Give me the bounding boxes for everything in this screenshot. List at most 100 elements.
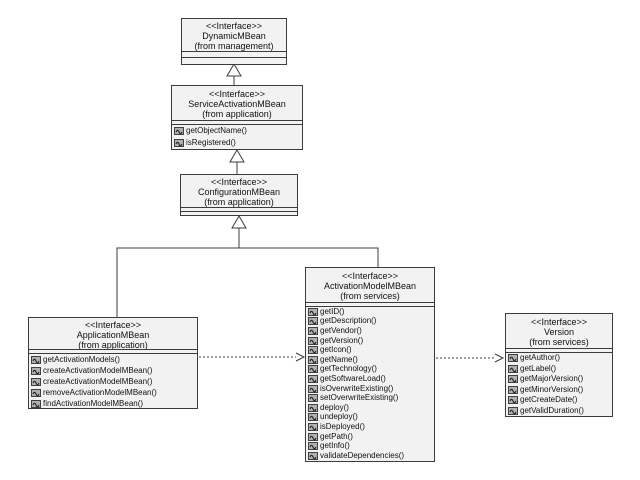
attributes-compartment <box>181 207 297 211</box>
method-icon <box>31 377 41 386</box>
class-stereotype: <<Interface>> <box>84 320 142 330</box>
attributes-compartment <box>182 51 286 57</box>
method-label: setOverwriteExisting() <box>320 393 399 403</box>
class-name-compartment: <<Interface>> Version (from services) <box>506 314 612 348</box>
method-row: setOverwriteExisting() <box>308 393 434 403</box>
class-name-compartment: <<Interface>> DynamicMBean (from managem… <box>182 19 286 51</box>
class-box-version[interactable]: <<Interface>> Version (from services) ge… <box>505 313 613 417</box>
method-icon <box>308 442 318 451</box>
method-label: isRegistered() <box>186 138 236 147</box>
method-row: validateDependencies() <box>308 451 434 461</box>
method-label: getAuthor() <box>520 353 561 363</box>
method-icon <box>308 365 318 374</box>
class-name: DynamicMBean <box>202 31 266 41</box>
method-label: getVersion() <box>320 335 364 345</box>
generalization-serviceactivation-to-dynamic <box>226 63 242 85</box>
method-icon <box>174 127 184 135</box>
method-icon <box>308 336 318 345</box>
operations-compartment: getActivationModels() createActivationMo… <box>29 353 197 408</box>
method-row: findActivationModelMBean() <box>31 398 197 408</box>
class-stereotype: <<Interface>> <box>210 177 268 187</box>
method-row: isRegistered() <box>174 137 302 149</box>
method-icon <box>508 354 518 363</box>
method-row: getAuthor() <box>508 353 612 364</box>
method-label: getMinorVersion() <box>520 384 584 394</box>
attributes-compartment <box>29 349 197 353</box>
method-row: getActivationModels() <box>31 354 197 365</box>
method-label: getMajorVersion() <box>520 374 584 384</box>
method-label: validateDependencies() <box>320 450 405 460</box>
method-row: getMajorVersion() <box>508 374 612 385</box>
method-row: createActivationModelMBean() <box>31 365 197 376</box>
method-icon <box>508 396 518 405</box>
method-row: getVendor() <box>308 326 434 336</box>
class-name: ServiceActivationMBean <box>188 99 286 109</box>
method-label: getName() <box>320 354 358 364</box>
attributes-compartment <box>172 120 302 124</box>
generalization-children-to-configuration <box>116 215 379 317</box>
method-icon <box>508 364 518 373</box>
method-row: getID() <box>308 307 434 317</box>
class-package: (from application) <box>202 109 272 119</box>
class-name: Version <box>543 327 575 337</box>
method-icon <box>308 451 318 460</box>
class-package: (from services) <box>340 291 400 301</box>
method-label: getActivationModels() <box>43 354 120 364</box>
class-box-serviceactivationmbean[interactable]: <<Interface>> ServiceActivationMBean (fr… <box>171 85 303 150</box>
class-stereotype: <<Interface>> <box>341 271 399 281</box>
class-name-compartment: <<Interface>> ConfigurationMBean (from a… <box>181 175 297 207</box>
class-stereotype: <<Interface>> <box>205 21 263 31</box>
class-box-configurationmbean[interactable]: <<Interface>> ConfigurationMBean (from a… <box>180 174 298 216</box>
method-icon <box>308 432 318 441</box>
method-row: removeActivationModelMBean() <box>31 387 197 398</box>
method-icon <box>308 307 318 316</box>
method-icon <box>308 317 318 326</box>
method-label: isDeployed() <box>320 421 365 431</box>
class-package: (from application) <box>78 340 148 349</box>
method-row: getObjectName() <box>174 125 302 137</box>
method-label: deploy() <box>320 402 349 412</box>
method-icon <box>308 403 318 412</box>
class-name-compartment: <<Interface>> ServiceActivationMBean (fr… <box>172 86 302 120</box>
method-label: getPath() <box>320 431 353 441</box>
method-row: getName() <box>308 355 434 365</box>
method-label: getLabel() <box>520 363 557 373</box>
class-stereotype: <<Interface>> <box>530 317 588 327</box>
method-icon <box>308 394 318 403</box>
method-icon <box>31 366 41 375</box>
attributes-compartment <box>506 348 612 352</box>
method-label: getVendor() <box>320 325 362 335</box>
method-icon <box>308 355 318 364</box>
method-row: getValidDuration() <box>508 406 612 417</box>
generalization-configuration-to-serviceactivation <box>229 149 245 174</box>
class-stereotype: <<Interface>> <box>208 89 266 99</box>
class-box-applicationmbean[interactable]: <<Interface>> ApplicationMBean (from app… <box>28 317 198 409</box>
class-box-activationmodelmbean[interactable]: <<Interface>> ActivationModelMBean (from… <box>305 267 435 462</box>
method-label: removeActivationModelMBean() <box>43 387 157 397</box>
method-label: isOverwriteExisting() <box>320 383 394 393</box>
method-row: getSoftwareLoad() <box>308 374 434 384</box>
method-row: getLabel() <box>508 364 612 375</box>
method-label: undeploy() <box>320 412 358 422</box>
class-name: ApplicationMBean <box>76 330 150 340</box>
operations-compartment: getAuthor() getLabel() getMajorVersion()… <box>506 352 612 416</box>
class-package: (from services) <box>529 337 589 347</box>
method-row: deploy() <box>308 403 434 413</box>
operations-compartment: getID() getDescription() getVendor() get… <box>306 306 434 461</box>
method-label: createActivationModelMBean() <box>43 365 153 375</box>
class-name-compartment: <<Interface>> ApplicationMBean (from app… <box>29 318 197 349</box>
method-row: getMinorVersion() <box>508 385 612 396</box>
method-row: getVersion() <box>308 336 434 346</box>
method-icon <box>308 384 318 393</box>
class-name: ActivationModelMBean <box>323 281 417 291</box>
class-box-dynamicmbean[interactable]: <<Interface>> DynamicMBean (from managem… <box>181 18 287 65</box>
method-label: getID() <box>320 306 345 316</box>
method-row: getDescription() <box>308 317 434 327</box>
method-icon <box>308 413 318 422</box>
method-label: getIcon() <box>320 345 352 355</box>
dependency-application-to-activationmodel <box>199 352 306 362</box>
method-row: createActivationModelMBean() <box>31 376 197 387</box>
method-label: getObjectName() <box>186 126 247 135</box>
